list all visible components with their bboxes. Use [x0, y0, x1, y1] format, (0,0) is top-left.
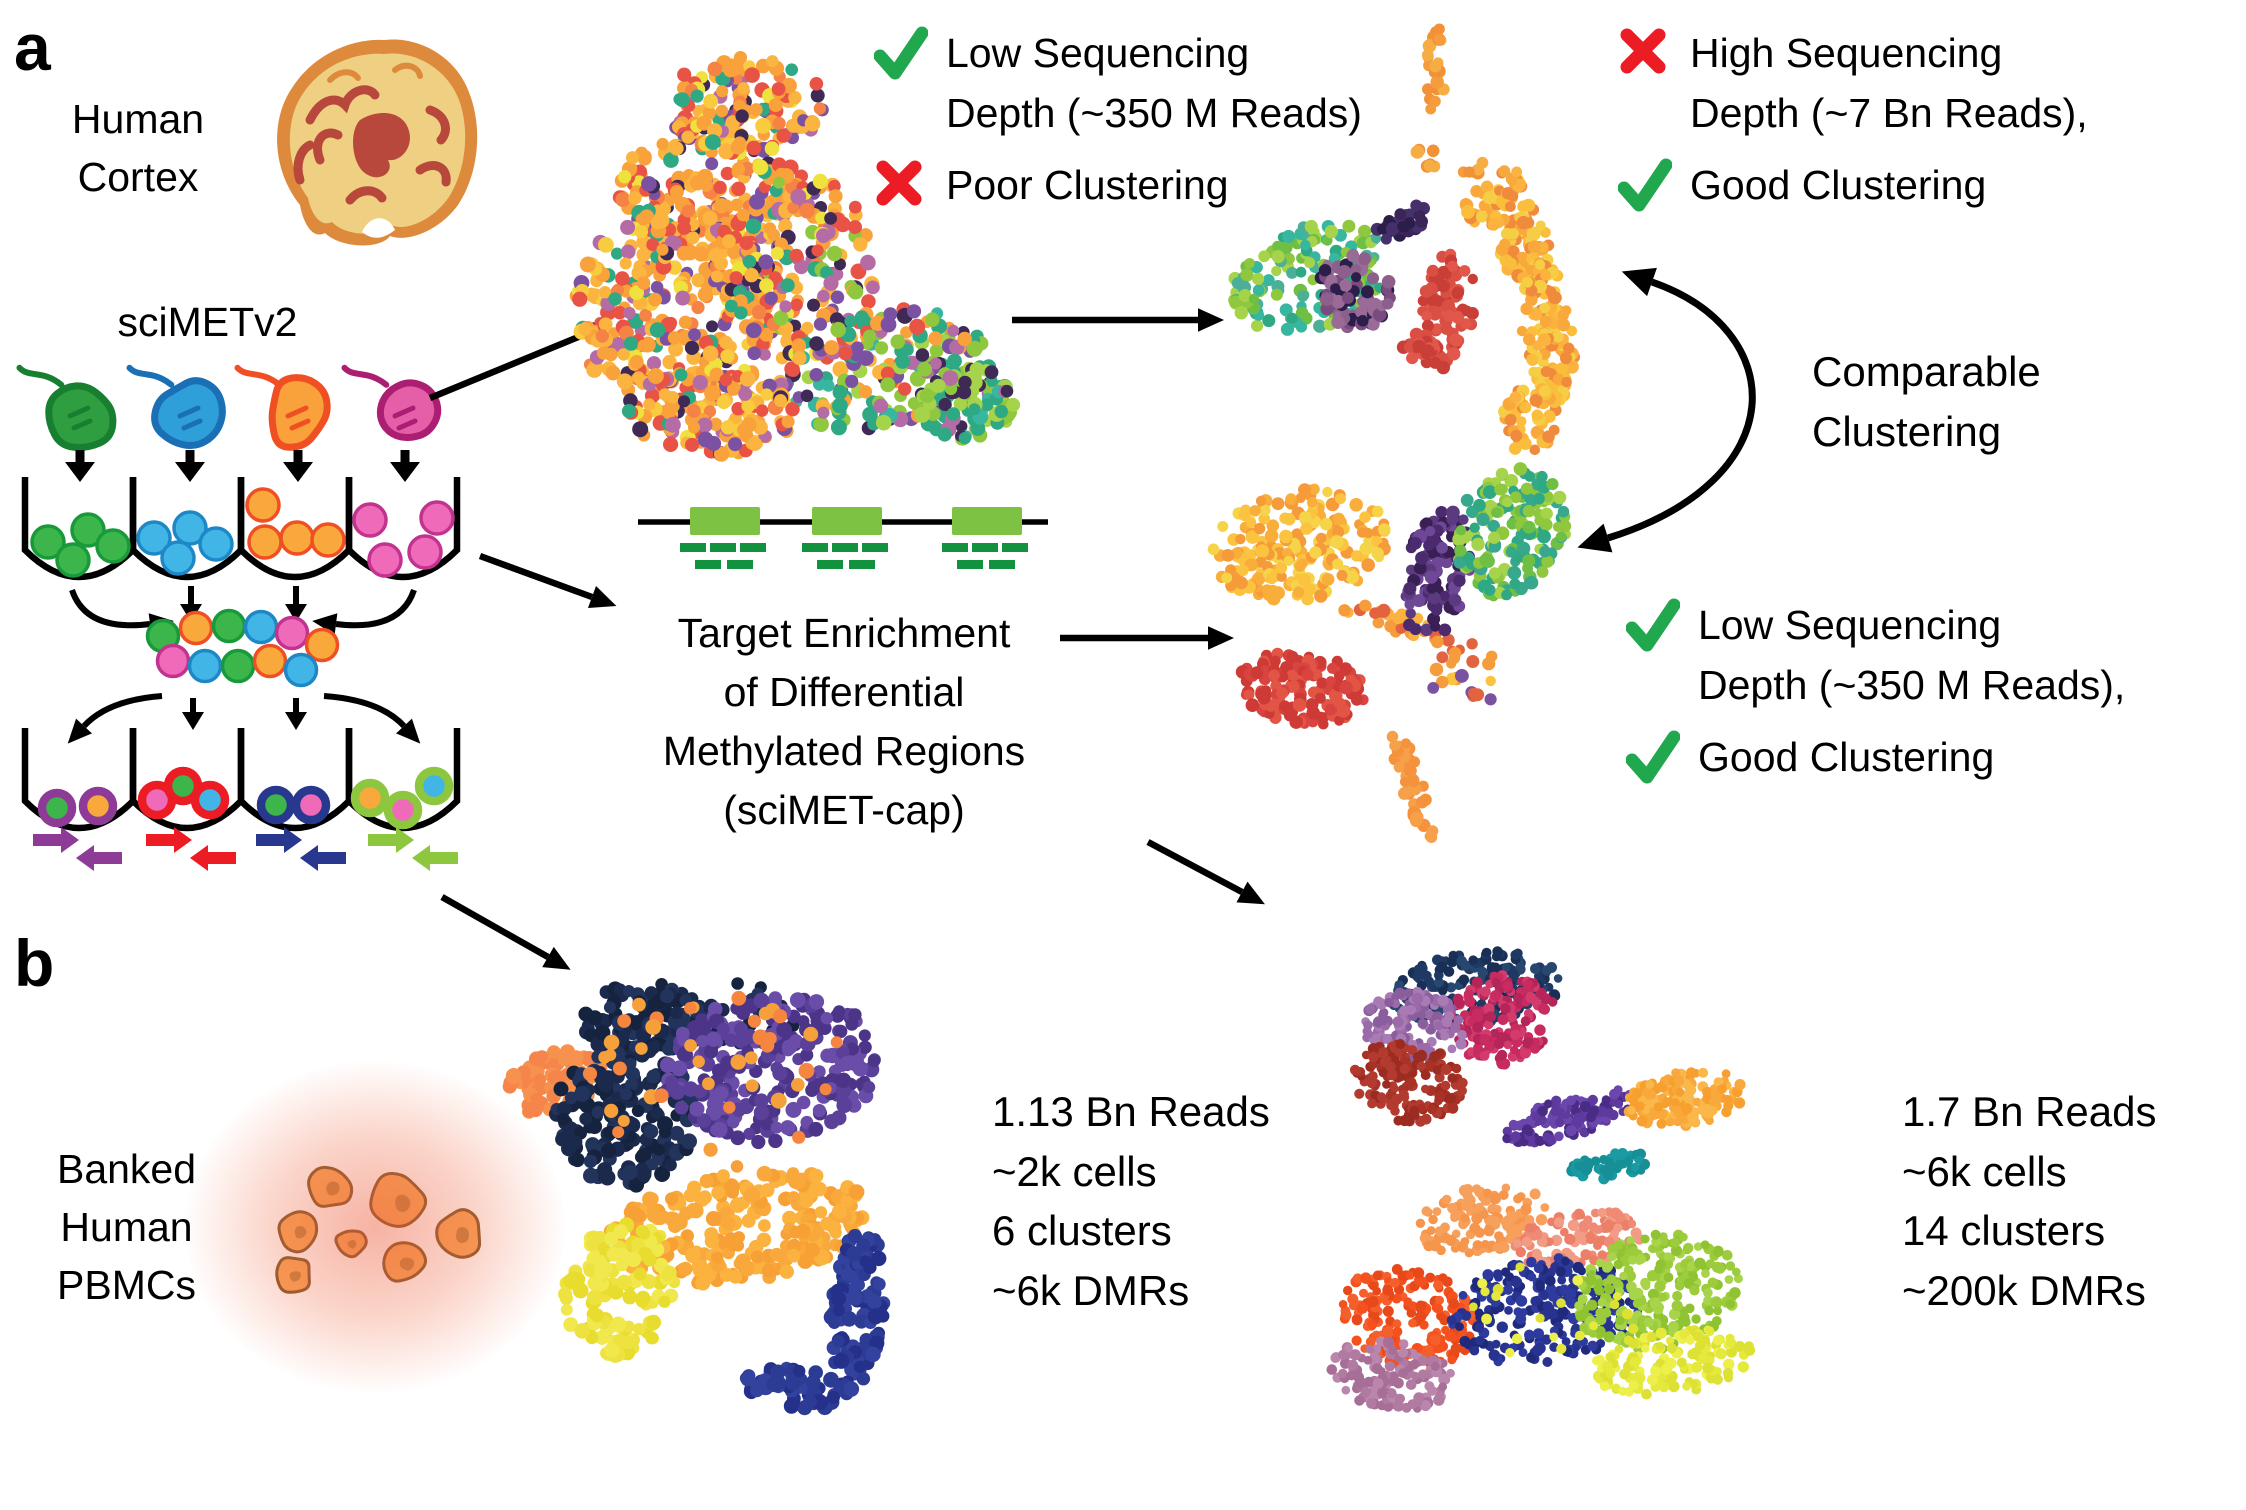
check-icon: [1625, 730, 1684, 789]
well-plate-row1: [21, 477, 461, 581]
stats-line: 1.7 Bn Reads: [1902, 1088, 2157, 1135]
capture-read: [740, 543, 766, 552]
well-plate-row2-indexed: [21, 728, 461, 832]
arrow-nuclei-to-wells: [65, 450, 420, 482]
panel-b-label: b: [14, 926, 55, 1000]
target-enrichment-glyph: [638, 507, 1048, 569]
nuclei-row: [16, 364, 442, 451]
capture-read: [802, 543, 828, 552]
stats-line: ~200k DMRs: [1902, 1266, 2146, 1314]
arrow-pbmc-to-standard-umap: [440, 894, 571, 970]
stats-line: 1.13 Bn Reads: [992, 1088, 1270, 1135]
arrow-target-to-cap-umap: [1060, 626, 1234, 650]
stats-cap: 1.7 Bn Reads ~6k cells 14 clusters ~200k…: [1902, 1082, 2157, 1321]
check-icon: [1617, 158, 1676, 217]
primer-arrow: [300, 845, 346, 871]
primer-arrow: [33, 827, 79, 853]
umap-pbmc-standard: [502, 977, 891, 1416]
cross-icon: [1618, 26, 1676, 81]
capture-read: [710, 543, 736, 552]
umap-cortex-scimet-cap: [1207, 462, 1572, 843]
arrow-to-target-enrichment: [478, 552, 617, 608]
status-text: Good Clustering: [1698, 733, 1995, 780]
stats-standard: 1.13 Bn Reads ~2k cells 6 clusters ~6k D…: [992, 1082, 1270, 1321]
stats-line: ~2k cells: [992, 1147, 1157, 1195]
capture-read: [862, 543, 888, 552]
scimetv2-label: sciMETv2: [117, 299, 298, 345]
status-row: Low Sequencing Depth (~350 M Reads): [873, 24, 1362, 144]
capture-read: [849, 560, 875, 569]
stats-line: 6 clusters: [992, 1207, 1172, 1255]
arrow-cap-to-pbmc: [1146, 839, 1265, 905]
status-deep-sequencing: High Sequencing Depth (~7 Bn Reads), Goo…: [1617, 24, 2088, 217]
status-text: Low Sequencing Depth (~350 M Reads),: [1698, 602, 2126, 708]
capture-read: [989, 560, 1015, 569]
capture-read: [832, 543, 858, 552]
capture-read: [942, 543, 968, 552]
capture-read: [695, 560, 721, 569]
nucleus-tail: [234, 364, 283, 388]
stats-line: ~6k DMRs: [992, 1266, 1190, 1314]
arrow-standard-to-deep-umap: [1012, 308, 1224, 332]
primer-arrow: [76, 845, 122, 871]
stats-line: ~6k cells: [1902, 1147, 2067, 1195]
primer-arrow: [146, 827, 192, 853]
brain-illustration: [277, 39, 478, 246]
status-row: Low Sequencing Depth (~350 M Reads),: [1625, 596, 2126, 716]
pooled-nuclei: [145, 608, 340, 688]
capture-read: [957, 560, 983, 569]
status-text: High Sequencing Depth (~7 Bn Reads),: [1690, 30, 2088, 136]
primer-arrow: [190, 845, 236, 871]
status-row: Good Clustering: [1625, 728, 2125, 789]
status-row: High Sequencing Depth (~7 Bn Reads),: [1618, 24, 2088, 144]
primer-arrow: [412, 845, 458, 871]
nucleus-tail: [341, 364, 390, 388]
capture-read: [972, 543, 998, 552]
capture-read: [1002, 543, 1028, 552]
capture-read: [817, 560, 843, 569]
status-text: Low Sequencing Depth (~350 M Reads): [946, 30, 1362, 136]
umap-cortex-standard-depth: [569, 51, 1021, 462]
nucleus-tail: [16, 364, 65, 388]
status-row: Good Clustering: [1617, 156, 2088, 217]
banked-pbmc-label: Banked Human PBMCs: [56, 1146, 197, 1309]
check-icon: [1625, 598, 1684, 657]
target-enrichment-caption: Target Enrichment of Differential Methyl…: [662, 610, 1026, 834]
status-text: Good Clustering: [1690, 161, 1987, 208]
status-cap: Low Sequencing Depth (~350 M Reads), Goo…: [1625, 596, 2126, 789]
dmr-region: [952, 507, 1022, 535]
primer-arrow-pairs: [33, 827, 458, 871]
check-icon: [873, 26, 932, 85]
cross-icon: [874, 158, 932, 213]
panel-a-label: a: [14, 10, 51, 84]
umap-cortex-deep-sequencing: [1228, 23, 1580, 456]
status-row: Poor Clustering: [874, 156, 1362, 216]
primer-arrow: [256, 827, 302, 853]
comparable-clustering-label: Comparable Clustering: [1812, 348, 2041, 455]
status-standard-depth: Low Sequencing Depth (~350 M Reads) Poor…: [873, 24, 1362, 216]
dmr-region: [690, 507, 760, 535]
dmr-region: [812, 507, 882, 535]
umap-pbmc-scimet-cap: [1326, 946, 1756, 1413]
comparable-clustering-arrow: [1577, 267, 1756, 553]
status-text: Poor Clustering: [946, 161, 1229, 208]
arrows-pool-diverge: [67, 693, 421, 744]
pbmc-glow: [185, 1062, 565, 1392]
primer-arrow: [368, 827, 414, 853]
capture-read: [680, 543, 706, 552]
human-cortex-label: Human Cortex: [71, 96, 205, 201]
nucleus-tail: [126, 364, 175, 388]
stats-line: 14 clusters: [1902, 1207, 2106, 1255]
capture-read: [727, 560, 753, 569]
